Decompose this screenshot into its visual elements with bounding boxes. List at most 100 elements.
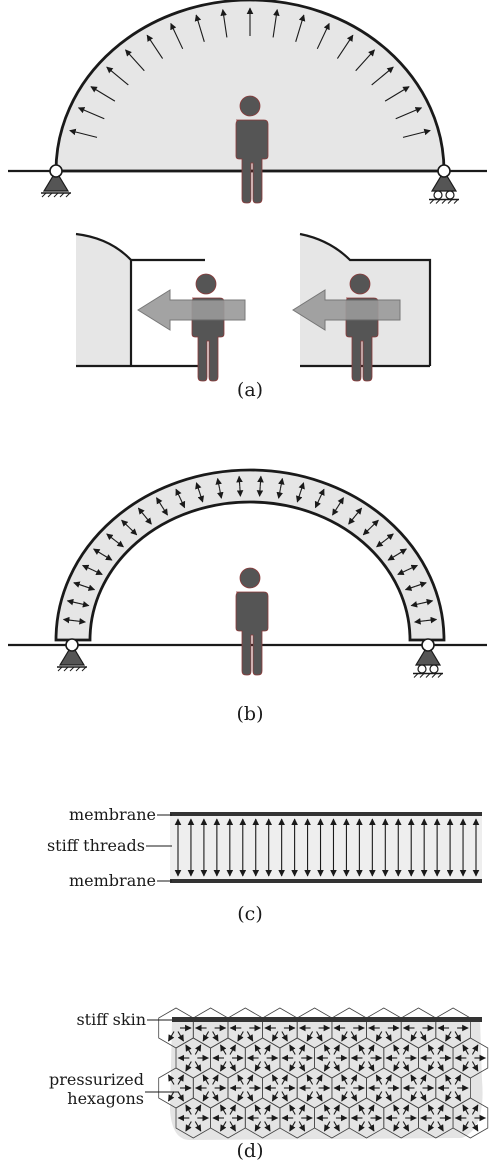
pressure-arrow-in [410, 601, 423, 608]
hexagon-pressure-arrow [306, 1074, 314, 1085]
pressure-arrow-in [102, 554, 113, 561]
panel-a-door-left [75, 232, 246, 382]
hexagon-pressure-arrow [471, 1121, 479, 1132]
hexagon-pressure-arrow [185, 1061, 192, 1072]
hexagon-pressure-arrow [454, 1074, 462, 1085]
pressure-arrow-in [314, 498, 321, 509]
hexagon-pressure-arrow [333, 1061, 340, 1072]
hexagon-pressure-arrow [246, 1074, 254, 1085]
hexagon-pressure-arrow [410, 1074, 417, 1085]
hexagon-pressure-arrow [350, 1074, 358, 1085]
pressure-arrow-in [414, 618, 426, 625]
hexagon-pressure-arrow [177, 1074, 184, 1085]
hexagon-pressure-arrow [271, 1031, 279, 1042]
pressure-arrow-in [295, 492, 303, 503]
hexagon-pressure-arrow [229, 1104, 236, 1115]
hexagon-pressure-arrow [437, 1061, 444, 1072]
membrane-bottom [170, 879, 482, 883]
panel-a-dome [8, 0, 487, 205]
pin-support-b [56, 638, 88, 672]
hexagon-pressure-arrow [402, 1061, 410, 1072]
pressure-arrow-out [73, 581, 85, 588]
hexagon-pressure-arrow [368, 1061, 375, 1072]
hexagon-pressure-arrow [220, 1044, 227, 1055]
hexagon-pressure-arrow [202, 1074, 210, 1085]
pressure-arrow-out [236, 475, 243, 487]
pressure-arrow [69, 128, 98, 138]
hexagon-pressure-arrow [246, 1031, 254, 1042]
pressure-arrow-out [354, 507, 363, 517]
membrane-top [170, 812, 482, 816]
hexagon-pressure-arrow [350, 1031, 358, 1042]
left-door-wall [75, 232, 133, 366]
panel-d: stiff skin pressurized hexagons [49, 1007, 489, 1140]
pressure-arrow [336, 34, 354, 59]
hexagon-pressure-arrow [333, 1121, 340, 1132]
hexagon-pressure-arrow [350, 1091, 358, 1102]
stiff-skin [172, 1017, 482, 1022]
big-arrow-left [137, 289, 246, 331]
hexagon-pressure-arrow [281, 1091, 288, 1102]
hexagon-pressure-arrow [402, 1121, 410, 1132]
dome-shell [54, 0, 446, 173]
hexagon-pressure-arrow [358, 1121, 365, 1132]
pressure-arrow-in [144, 515, 152, 525]
hexagon-pressure-arrow [323, 1044, 331, 1055]
hexagon-pressure-arrow [281, 1031, 288, 1042]
pressure-arrow-in [397, 568, 408, 575]
hexagon-pressure-arrow [316, 1031, 323, 1042]
pressure-arrow-in [92, 568, 103, 575]
hexagon-pressure-arrow [289, 1121, 296, 1132]
hexagon-pressure-arrow [445, 1031, 452, 1042]
hexagon-pressure-arrow [427, 1061, 435, 1072]
pressure-arrow-out [106, 533, 116, 541]
hexagon-pressure-arrow [375, 1074, 383, 1085]
pressure-arrow [194, 14, 205, 42]
hexagon-pressure-arrow [212, 1074, 219, 1085]
hexagon-pressure-arrow [212, 1031, 219, 1042]
hexagon-pressure-arrow [402, 1104, 410, 1115]
hexagon-pressure-arrow [323, 1121, 331, 1132]
hexagon-pressure-arrow [177, 1031, 184, 1042]
pressure-arrow-out [66, 598, 79, 606]
hexagon-pressure-arrow [289, 1104, 296, 1115]
pressure-arrow-in [114, 539, 124, 548]
hexagon-pressure-arrow [246, 1091, 254, 1102]
hexagon-pressure-arrow [306, 1031, 314, 1042]
pressure-arrow-out [278, 477, 285, 489]
hexagon-pressure-arrow [298, 1044, 306, 1055]
pressure-arrow [316, 22, 330, 50]
hexagon-pressure-arrow [264, 1061, 271, 1072]
hexagon-pressure-arrow [298, 1061, 306, 1072]
hexagon-pressure-arrow [271, 1091, 279, 1102]
hexagon-pressure-arrow [385, 1031, 392, 1042]
pressure-arrow-in [387, 554, 398, 561]
pressure-arrow-out [337, 497, 344, 507]
hexagon-pressure-arrow [393, 1061, 400, 1072]
pressure-arrow-in [404, 584, 416, 591]
hexagon-pressure-arrow [437, 1121, 444, 1132]
hexagon-pressure-arrow [375, 1091, 383, 1102]
hexagon-pressure-arrow [462, 1121, 469, 1132]
hexagon-pressure-arrow [323, 1061, 331, 1072]
hexagon-pressure-arrow [264, 1104, 271, 1115]
right-door-wall [299, 232, 432, 366]
hexagon-pressure-arrow [410, 1091, 417, 1102]
hexagon-pressure-arrow [437, 1104, 444, 1115]
hexagon-pressure-arrow [316, 1074, 323, 1085]
caption-c: (c) [237, 903, 262, 925]
hexagon-pressure-arrow [393, 1044, 400, 1055]
hexagon-pressure-arrow [427, 1104, 435, 1115]
hexagon-pressure-arrow [194, 1061, 202, 1072]
hexagon-pressure-arrow [471, 1104, 479, 1115]
hexagon-pressure-arrow [168, 1031, 175, 1042]
hexagon-pressure-arrow [368, 1044, 375, 1055]
hexagon-pressure-arrow [402, 1044, 410, 1055]
left-door-fill [76, 234, 131, 366]
arch-shell [54, 468, 446, 642]
hexagon-pressure-arrow [220, 1061, 227, 1072]
pressure-arrow-out [384, 533, 394, 541]
hexagon-pressure-arrow [358, 1104, 365, 1115]
hexagon-pressure-arrow [220, 1104, 227, 1115]
